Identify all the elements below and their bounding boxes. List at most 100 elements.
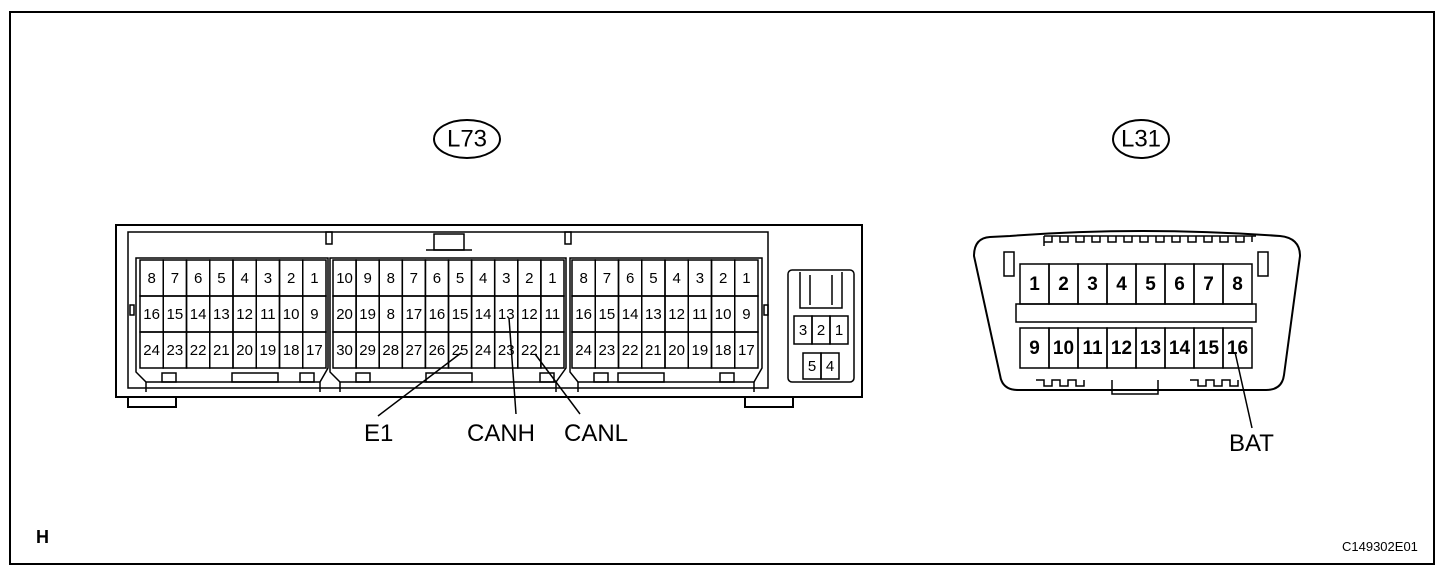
ecu-block-a-pin-label: 10 <box>283 306 300 323</box>
dlc-top-cell <box>1222 263 1253 305</box>
ecu-block-b-pin-label: 25 <box>452 342 469 359</box>
ecu-block-a-pin-label: 4 <box>240 270 248 287</box>
ecu-block-c-pin-label: 18 <box>715 342 732 359</box>
ecu-block-c-pin-label: 23 <box>599 342 616 359</box>
ecu-block-a-pin-label: 11 <box>260 306 276 323</box>
ecu-block-b-pin-label: 30 <box>336 342 353 359</box>
ecu-small-cell <box>820 352 840 380</box>
ecu-block-c-pin-label: 1 <box>742 270 750 287</box>
dlc-bottom-pin-label: 11 <box>1082 338 1103 359</box>
dlc-connector-housing <box>972 230 1302 395</box>
ecu-block-b-pin-label: 19 <box>359 306 376 323</box>
ecu-block-b-pin-label: 14 <box>475 306 492 323</box>
ecu-block-a-pin-label: 16 <box>143 306 160 323</box>
ecu-block-a-pin-label: 3 <box>264 270 272 287</box>
dlc-bottom-pin-label: 14 <box>1169 338 1191 359</box>
ecu-block-b-pin-label: 15 <box>452 306 469 323</box>
callout-canl: CANL <box>564 420 628 447</box>
dlc-top-pin-label: 3 <box>1087 274 1098 295</box>
ecu-block-a-pin-label: 15 <box>167 306 184 323</box>
ecu-block-a-pin-label: 18 <box>283 342 300 359</box>
leader-canh <box>508 317 517 415</box>
dlc-top-pin-label: 6 <box>1174 274 1185 295</box>
ecu-block-a-pin-label: 5 <box>217 270 225 287</box>
ecu-small-pin-label: 5 <box>808 358 816 375</box>
connector-label-l31: L31 <box>1112 119 1170 159</box>
ecu-block-a-pin-label: 20 <box>236 342 253 359</box>
dlc-bottom-pin-label: 16 <box>1227 338 1248 359</box>
ecu-block-a-pin-label: 8 <box>147 270 155 287</box>
ecu-small-connector <box>787 269 855 383</box>
dlc-top-pin-label: 1 <box>1029 274 1040 295</box>
ecu-block-c-pin-label: 19 <box>692 342 709 359</box>
ecu-block-c-pin-label: 3 <box>696 270 704 287</box>
ecu-block-a-cell <box>302 331 327 369</box>
callout-bat: BAT <box>1229 430 1274 457</box>
ecu-block-c-pin-label: 6 <box>626 270 634 287</box>
ecu-connector-housing <box>115 224 863 408</box>
ecu-small-pin-label: 3 <box>799 322 807 339</box>
ecu-block-b-pin-label: 8 <box>387 270 395 287</box>
figure-frame <box>9 11 1435 565</box>
ecu-block-b-pin-label: 16 <box>429 306 446 323</box>
dlc-bottom-pin-label: 9 <box>1029 338 1040 359</box>
ecu-block-c-pin-label: 16 <box>575 306 592 323</box>
ecu-block-b-pin-label: 12 <box>521 306 538 323</box>
ecu-block-b-pin-label: 22 <box>521 342 538 359</box>
dlc-top-pin-label: 7 <box>1203 274 1214 295</box>
ecu-block-a-pin-label: 17 <box>306 342 323 359</box>
ecu-block-b-pin-label: 24 <box>475 342 492 359</box>
connector-label-l31-text: L31 <box>1121 125 1161 152</box>
ecu-block-c-pin-label: 4 <box>672 270 680 287</box>
leader-bat <box>1234 351 1253 429</box>
leader-lines <box>377 317 1253 429</box>
leader-e1 <box>377 352 462 417</box>
leader-canl <box>534 353 581 415</box>
dlc-bottom-pin-label: 12 <box>1111 338 1132 359</box>
ecu-small-pin-label: 2 <box>817 322 825 339</box>
dlc-top-pin-label: 2 <box>1058 274 1069 295</box>
ecu-block-b-pin-label: 11 <box>545 306 561 323</box>
ecu-block-c-cell <box>734 331 759 369</box>
ecu-small-pin-label: 1 <box>835 322 843 339</box>
ecu-block-b-pin-label: 28 <box>382 342 399 359</box>
ecu-block-c-pin-label: 24 <box>575 342 592 359</box>
dlc-bottom-pin-label: 13 <box>1140 338 1161 359</box>
ecu-block-c-pin-label: 10 <box>715 306 732 323</box>
dlc-top-pin-label: 5 <box>1145 274 1156 295</box>
ecu-block-b-pin-label: 20 <box>336 306 353 323</box>
ecu-small-cell <box>829 315 849 345</box>
ecu-block-c-pin-label: 11 <box>692 306 708 323</box>
ecu-block-a-pin-label: 1 <box>310 270 318 287</box>
ecu-block-b-pin-label: 4 <box>479 270 487 287</box>
dlc-top-pin-label: 8 <box>1232 274 1243 295</box>
ecu-block-b-pin-label: 26 <box>429 342 446 359</box>
connector-label-l73: L73 <box>433 119 501 159</box>
ecu-block-b-pin-label: 3 <box>502 270 510 287</box>
connector-label-l73-text: L73 <box>447 125 487 152</box>
ecu-block-a-pin-label: 14 <box>190 306 207 323</box>
dlc-bottom-pin-label: 10 <box>1053 338 1074 359</box>
ecu-block-b-pin-label: 29 <box>359 342 376 359</box>
ecu-block-b-pin-label: 7 <box>410 270 418 287</box>
ecu-block-c-pin-label: 14 <box>622 306 639 323</box>
dlc-bottom-cell <box>1222 327 1253 369</box>
ecu-block-a-pin-label: 7 <box>171 270 179 287</box>
ecu-block-b-pin-label: 17 <box>406 306 423 323</box>
ecu-block-b-pin-label: 13 <box>498 306 515 323</box>
ecu-block-b-pin-label: 6 <box>433 270 441 287</box>
ecu-small-pin-label: 4 <box>826 358 834 375</box>
ecu-block-c-pin-label: 21 <box>645 342 662 359</box>
ecu-block-b-pin-label: 8 <box>387 306 395 323</box>
ecu-block-c-pin-label: 9 <box>742 306 750 323</box>
ecu-block-c-pin-label: 13 <box>645 306 662 323</box>
ecu-block-c-pin-label: 15 <box>599 306 616 323</box>
ecu-block-c-pin-label: 20 <box>668 342 685 359</box>
ecu-block-c-pin-label: 7 <box>603 270 611 287</box>
ecu-block-a-pin-label: 21 <box>213 342 230 359</box>
figure-code: C149302E01 <box>1342 539 1418 554</box>
ecu-block-b-pin-label: 27 <box>406 342 423 359</box>
